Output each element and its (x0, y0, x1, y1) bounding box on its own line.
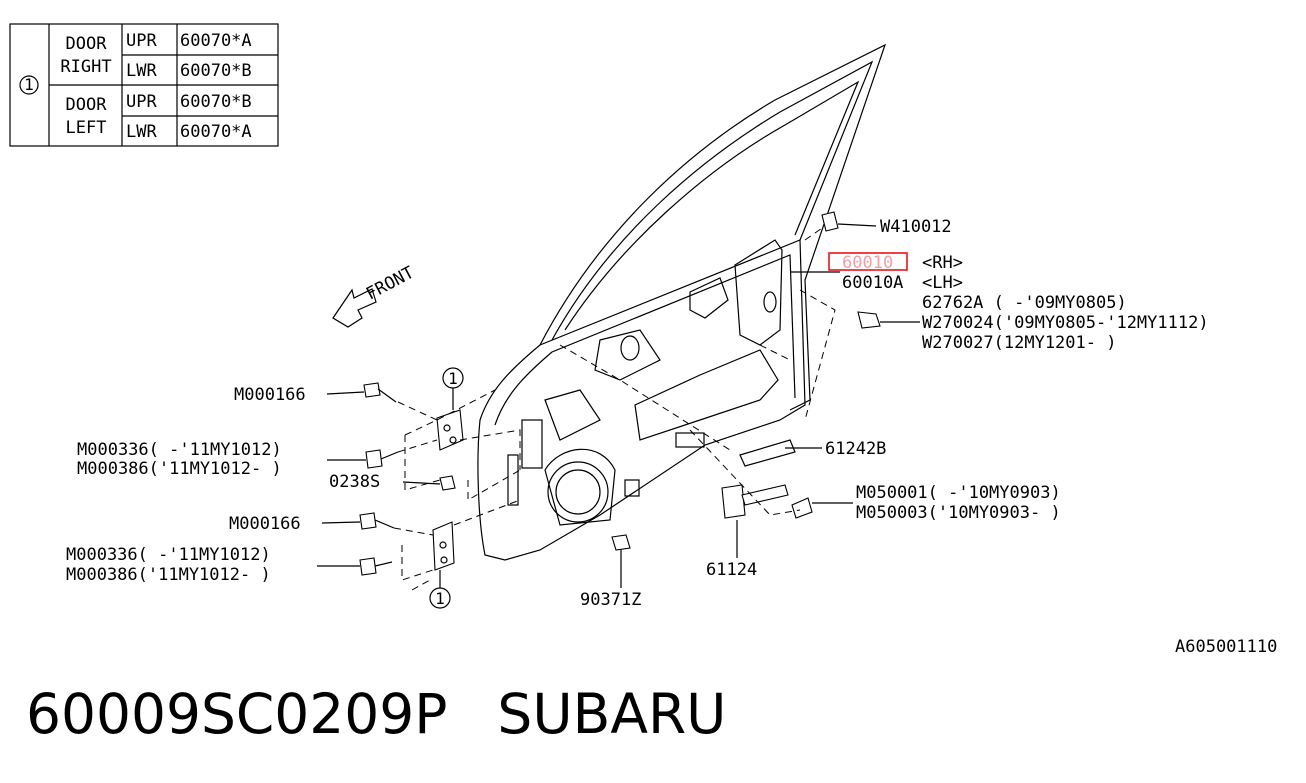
label-m050001: M050001( -'10MY0903) (856, 483, 1061, 503)
legend-group-right: DOOR (66, 34, 108, 54)
legend-group-left: DOOR (66, 95, 108, 115)
label-90371z: 90371Z (580, 590, 641, 610)
door-panel (477, 43, 887, 561)
hinge-bolt-icon (359, 382, 456, 576)
legend-part: 60070*A (180, 31, 252, 51)
label-m000386-upper: M000386('11MY1012- ) (77, 459, 282, 479)
legend-pos: LWR (126, 61, 157, 81)
label-w270024: W270024('09MY0805-'12MY1112) (922, 313, 1209, 333)
label-60010: 60010 (842, 253, 893, 273)
label-0238s: 0238S (329, 472, 380, 492)
label-61124: 61124 (706, 560, 757, 580)
label-m000166-upper: M000166 (234, 385, 306, 405)
legend-part: 60070*A (180, 122, 252, 142)
label-rh: <RH> (922, 253, 963, 273)
label-62762a: 62762A ( -'09MY0805) (922, 293, 1127, 313)
hinge-marker-circle (442, 367, 464, 389)
highlight-box (828, 252, 908, 271)
legend-pos: UPR (126, 92, 157, 112)
leader-lines (317, 223, 920, 588)
legend-side-left: LEFT (66, 118, 107, 138)
label-m000166-lower: M000166 (229, 514, 301, 534)
door-check-icon (721, 484, 789, 519)
label-w410012: W410012 (880, 217, 952, 237)
label-60010a: 60010A (842, 273, 903, 293)
legend-part: 60070*B (180, 61, 252, 81)
footer: 60009SC0209P SUBARU (26, 682, 726, 746)
label-lh: <LH> (922, 273, 963, 293)
callouts: W410012 60010 <RH> 60010A <LH> 62762A ( … (66, 217, 1277, 657)
label-61242b: 61242B (825, 439, 886, 459)
front-label: FRONT (363, 263, 418, 305)
diagram-id: A605001110 (1175, 637, 1277, 657)
label-m050003: M050003('10MY0903- ) (856, 503, 1061, 523)
upper-hinge (436, 409, 464, 451)
front-arrow-icon: FRONT (332, 263, 418, 328)
legend-side-right: RIGHT (60, 57, 111, 77)
legend-marker-circle (19, 75, 39, 95)
legend-pos: UPR (126, 31, 157, 51)
brand-name: SUBARU (497, 682, 727, 746)
legend-part: 60070*B (180, 92, 252, 112)
legend-pos: LWR (126, 122, 157, 142)
hinge-marker-circle (429, 587, 451, 609)
hinge-marker-lower: 1 (435, 589, 445, 608)
part-number: 60009SC0209P (26, 682, 448, 746)
hinge-marker-upper: 1 (448, 369, 458, 388)
legend-marker: 1 (24, 75, 34, 94)
assembly-lines (393, 225, 836, 591)
label-m000386-lower: M000386('11MY1012- ) (66, 565, 271, 585)
label-w270027: W270027(12MY1201- ) (922, 333, 1116, 353)
label-m000336-upper: M000336( -'11MY1012) (77, 440, 282, 460)
lower-hinge (432, 521, 455, 571)
legend-table: 1 DOOR RIGHT DOOR LEFT UPR LWR UPR LWR 6… (9, 23, 279, 147)
label-m000336-lower: M000336( -'11MY1012) (66, 545, 271, 565)
